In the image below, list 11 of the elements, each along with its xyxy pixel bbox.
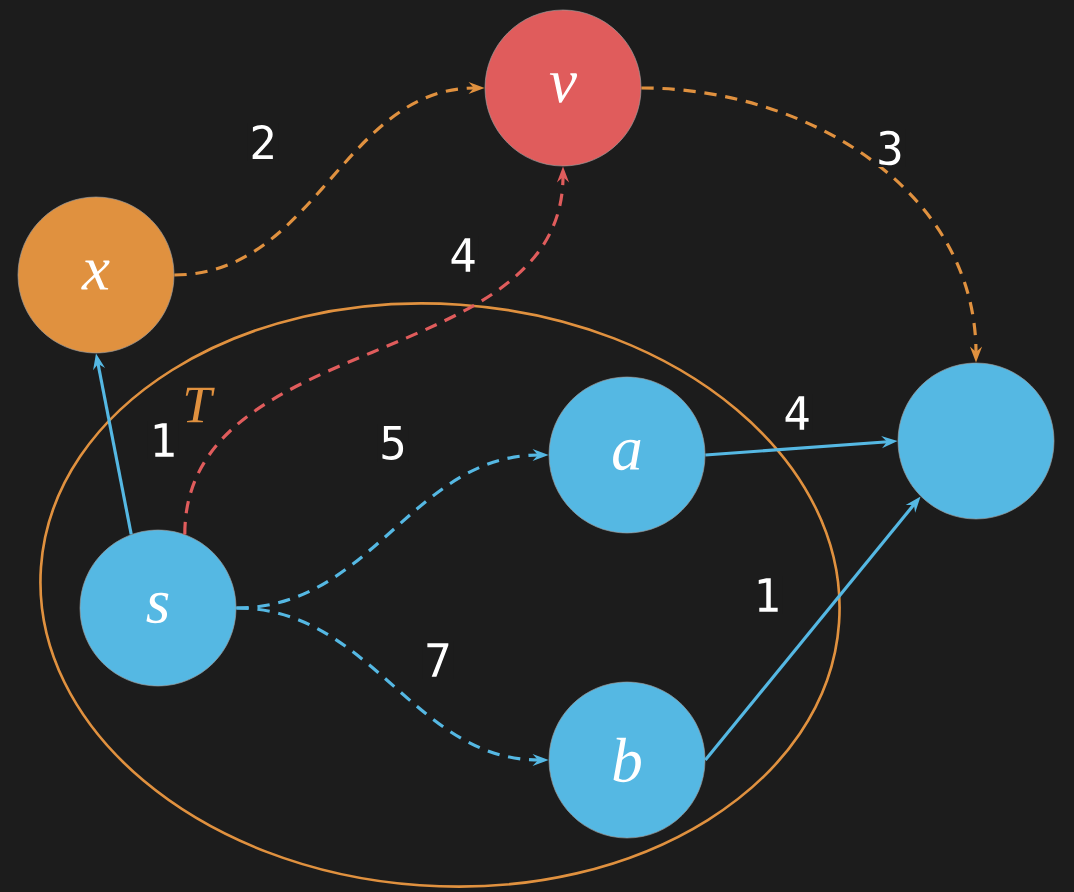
edge-label: 1 — [147, 421, 179, 459]
circle-node: v — [484, 9, 642, 167]
edge-label: 7 — [422, 641, 454, 679]
circle-node: s — [79, 529, 237, 687]
circle-node — [897, 362, 1055, 520]
edge-label: 2 — [247, 123, 279, 161]
circle-node: b — [548, 681, 706, 839]
edge-label: 4 — [447, 236, 479, 274]
circle-node: x — [17, 196, 175, 354]
circle-node: a — [548, 376, 706, 534]
edge-label: 5 — [377, 424, 409, 462]
